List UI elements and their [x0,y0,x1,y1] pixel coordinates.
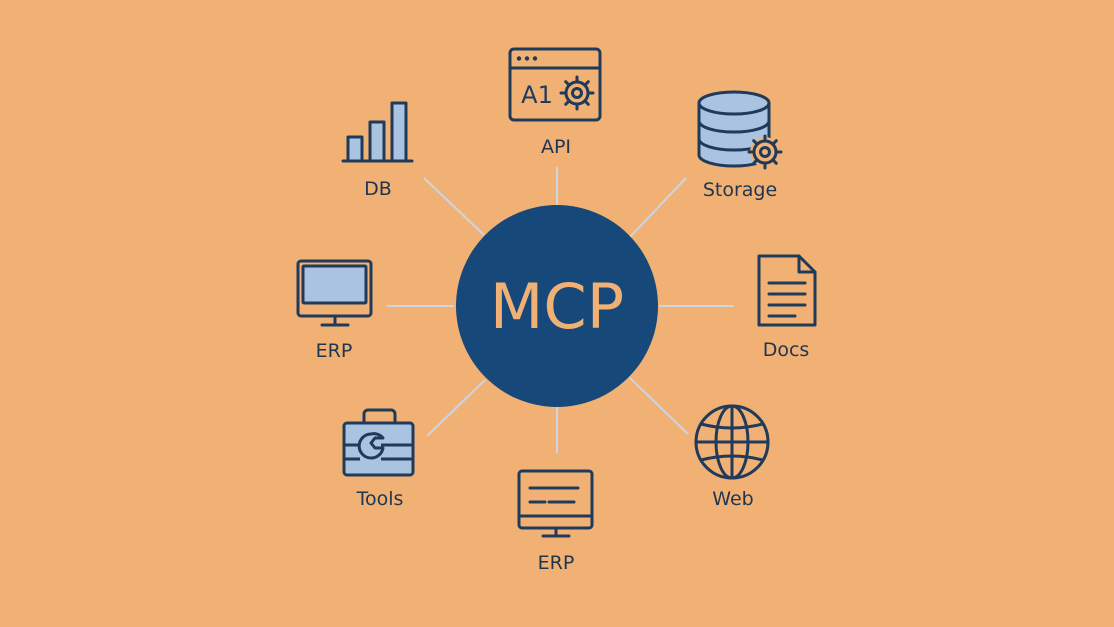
document-icon [757,254,817,327]
globe-icon [694,404,770,480]
connector-storage [629,177,687,238]
connector-web [629,377,689,435]
node-tools: Tools [342,408,415,510]
node-storage: Storage [697,90,783,201]
db-label: DB [364,178,392,200]
tools-label: Tools [356,488,404,510]
connector-tools [426,379,486,437]
web-label: Web [712,488,753,510]
erp-left-label: ERP [316,340,353,362]
node-docs: Docs [757,254,817,361]
database-gear-icon [697,90,783,170]
docs-label: Docs [763,339,810,361]
mcp-hub-circle [456,205,658,407]
node-api: A1 API [508,47,602,158]
erp-bottom-label: ERP [538,552,575,574]
bar-chart-icon [341,101,414,163]
monitor-icon [517,469,594,538]
mcp-hub-label: MCP [490,270,624,343]
storage-label: Storage [703,179,777,201]
node-db: DB [341,101,414,200]
node-erp-bottom: ERP [517,469,594,574]
toolbox-icon [342,408,415,477]
api-label: API [541,136,571,158]
monitor-icon [296,259,373,327]
connector-db [423,177,485,236]
connectors [387,167,734,453]
api-icon-text: A1 [521,81,553,109]
node-erp-left: ERP [296,259,373,362]
browser-ai-gear-icon: A1 [508,47,602,122]
mcp-hub: MCP [456,205,658,407]
node-web: Web [694,404,770,510]
